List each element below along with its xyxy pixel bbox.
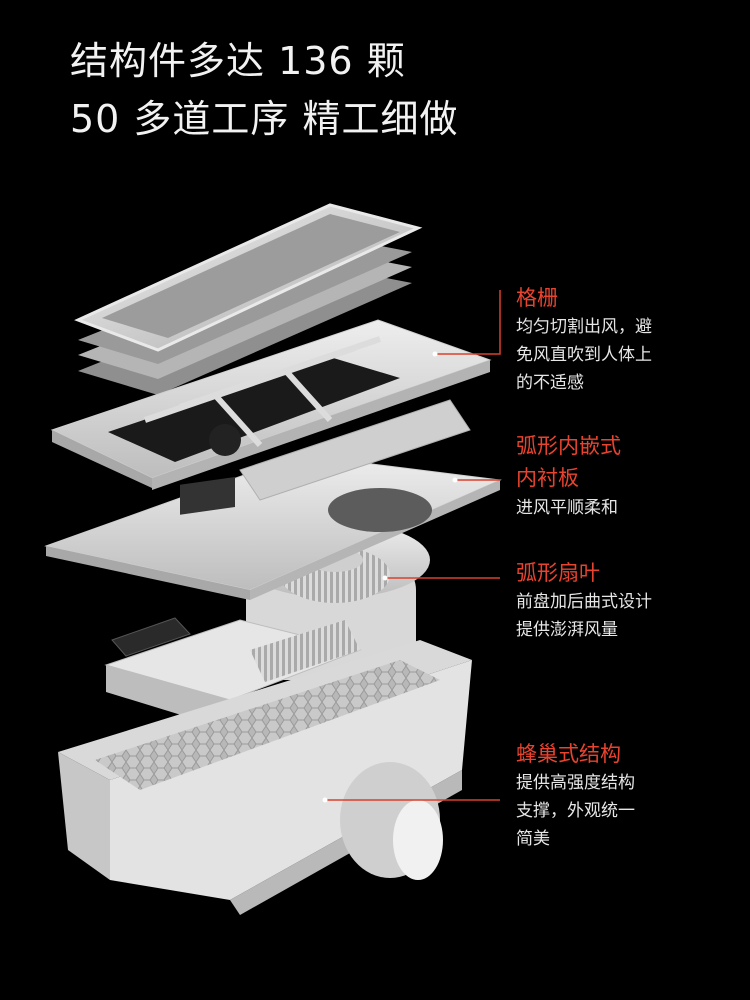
leader-dots bbox=[322, 351, 458, 803]
annotation-honeycomb-title: 蜂巢式结构 bbox=[516, 742, 621, 766]
annotation-fan-desc-2: 提供澎湃风量 bbox=[516, 620, 618, 640]
top-panel bbox=[74, 203, 423, 395]
annotation-grille-desc-1: 均匀切割出风，避 bbox=[516, 317, 652, 337]
annotation-honeycomb-desc-1: 提供高强度结构 bbox=[516, 773, 635, 793]
annotation-grille-desc-3: 的不适感 bbox=[516, 373, 584, 393]
liner-board bbox=[44, 399, 502, 600]
base-box bbox=[58, 640, 472, 915]
annotation-honeycomb-desc-2: 支撑，外观统一 bbox=[516, 801, 635, 821]
annotation-grille-desc-2: 免风直吹到人体上 bbox=[516, 345, 652, 365]
annotation-fan-desc-1: 前盘加后曲式设计 bbox=[516, 592, 652, 612]
annotation-grille-title: 格栅 bbox=[516, 286, 558, 310]
headline-line-1: 结构件多达 136 颗 bbox=[70, 39, 406, 83]
annotation-liner-title-2: 内衬板 bbox=[516, 466, 579, 490]
annotation-liner-desc-1: 进风平顺柔和 bbox=[516, 498, 618, 518]
grille-frame bbox=[50, 319, 492, 490]
annotation-honeycomb-desc-3: 简美 bbox=[516, 829, 550, 849]
annotation-liner-title-1: 弧形内嵌式 bbox=[516, 434, 621, 458]
annotation-fan-title: 弧形扇叶 bbox=[516, 561, 600, 585]
headline-line-2: 50 多道工序 精工细做 bbox=[70, 97, 459, 141]
leader-lines bbox=[325, 290, 501, 801]
